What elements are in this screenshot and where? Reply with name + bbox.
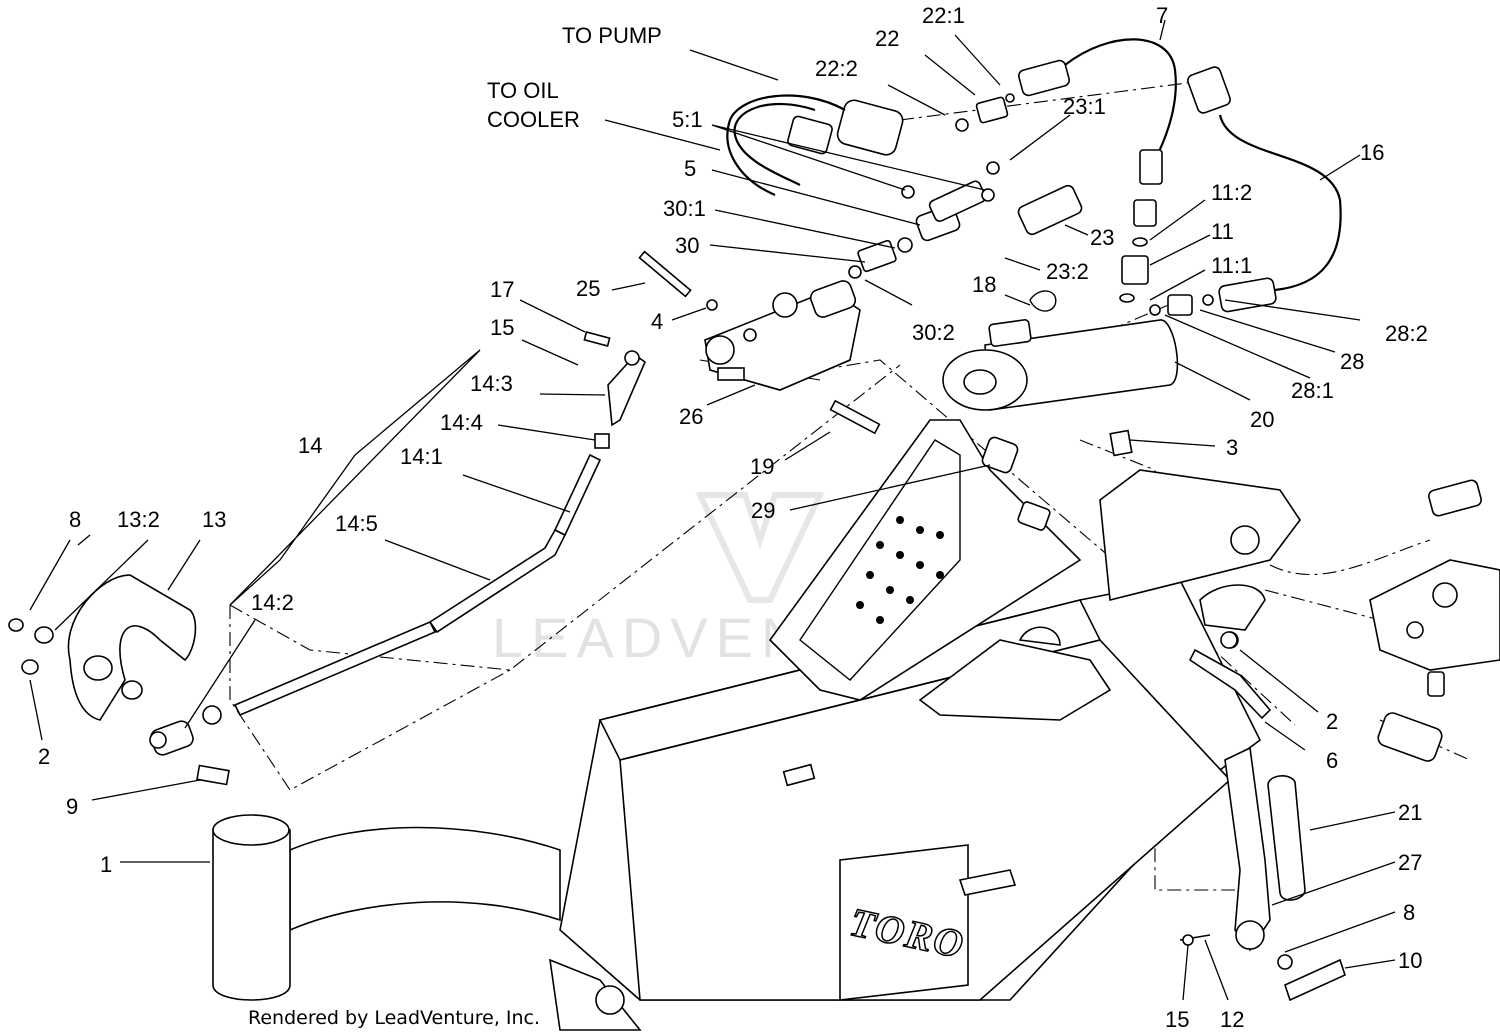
callout-25: 25 — [576, 276, 600, 301]
callout-23: 23 — [1090, 225, 1114, 250]
callout-4: 4 — [651, 309, 663, 334]
callout-7: 7 — [1156, 3, 1168, 28]
valve-fittings — [787, 59, 1083, 279]
callout-22-1: 22:1 — [922, 3, 965, 28]
callout-14-3: 14:3 — [470, 371, 513, 396]
callout-14-4: 14:4 — [440, 410, 483, 435]
part-20-lift-cylinder — [942, 319, 1179, 411]
part-1-caster-mount — [212, 814, 561, 1001]
callout-2-left: 2 — [38, 744, 50, 769]
callout-14-5: 14:5 — [335, 511, 378, 536]
callout-28-2: 28:2 — [1385, 321, 1428, 346]
part-11-fitting-stack — [1119, 66, 1231, 303]
callout-28-1: 28:1 — [1291, 378, 1334, 403]
callout-8-right: 8 — [1403, 900, 1415, 925]
callout-6: 6 — [1326, 748, 1338, 773]
callout-2-right: 2 — [1326, 709, 1338, 734]
callout-10: 10 — [1398, 948, 1422, 973]
callout-14-1: 14:1 — [400, 444, 443, 469]
callout-11: 11 — [1211, 219, 1234, 244]
callout-30-1: 30:1 — [663, 196, 706, 221]
callout-9: 9 — [66, 794, 78, 819]
callout-13-2: 13:2 — [117, 507, 160, 532]
callout-30-2: 30:2 — [912, 320, 955, 345]
callout-15-upper: 15 — [490, 315, 514, 340]
callout-28: 28 — [1340, 349, 1364, 374]
note-to-oil-cooler-line2: COOLER — [487, 107, 580, 132]
callout-22-2: 22:2 — [815, 56, 858, 81]
bolts — [638, 250, 881, 435]
callout-22: 22 — [875, 26, 899, 51]
callout-23-2: 23:2 — [1046, 259, 1089, 284]
part-3-18-brackets — [1029, 290, 1133, 457]
callout-15-lower: 15 — [1165, 1007, 1189, 1032]
callout-13: 13 — [202, 507, 226, 532]
callout-11-2: 11:2 — [1211, 180, 1252, 205]
callout-20: 20 — [1250, 407, 1274, 432]
callout-16: 16 — [1360, 140, 1384, 165]
callout-5: 5 — [684, 156, 696, 181]
render-credit: Rendered by LeadVenture, Inc. — [248, 1007, 540, 1029]
part-27-21-brake-pedal — [1179, 746, 1346, 1002]
part-28-fittings — [1149, 277, 1277, 316]
notes: TO PUMP TO OIL COOLER — [487, 23, 662, 132]
callout-14-2: 14:2 — [251, 590, 294, 615]
part-14-control-rod — [233, 331, 646, 717]
callout-labels: 22:1 7 22 22:2 23:1 5:1 16 5 11:2 30:1 1… — [38, 3, 1428, 1032]
callout-8-left: 8 — [69, 507, 81, 532]
part-26-control-valve — [704, 280, 861, 391]
callout-5-1: 5:1 — [672, 107, 703, 132]
callout-17: 17 — [490, 277, 514, 302]
part-13-plate — [8, 574, 197, 721]
callout-27: 27 — [1398, 850, 1422, 875]
note-to-pump: TO PUMP — [562, 23, 662, 48]
callout-18: 18 — [972, 272, 996, 297]
callout-19: 19 — [750, 454, 774, 479]
hydraulic-motor — [1369, 479, 1500, 762]
left-linkage — [149, 705, 230, 786]
leader-lines — [29, 19, 1396, 1001]
callout-30: 30 — [675, 233, 699, 258]
callout-1: 1 — [100, 852, 112, 877]
note-to-oil-cooler-line1: TO OIL — [487, 78, 559, 103]
side-plate-assembly — [918, 469, 1301, 721]
callout-29: 29 — [751, 498, 775, 523]
callout-21: 21 — [1398, 800, 1422, 825]
callout-14: 14 — [298, 433, 322, 458]
callout-12: 12 — [1220, 1007, 1244, 1032]
hydraulic-hoses — [726, 38, 1342, 292]
part-6-lever — [1188, 631, 1272, 720]
callout-11-1: 11:1 — [1211, 253, 1252, 278]
callout-23-1: 23:1 — [1063, 94, 1106, 119]
callout-3: 3 — [1226, 435, 1238, 460]
callout-26: 26 — [679, 404, 703, 429]
